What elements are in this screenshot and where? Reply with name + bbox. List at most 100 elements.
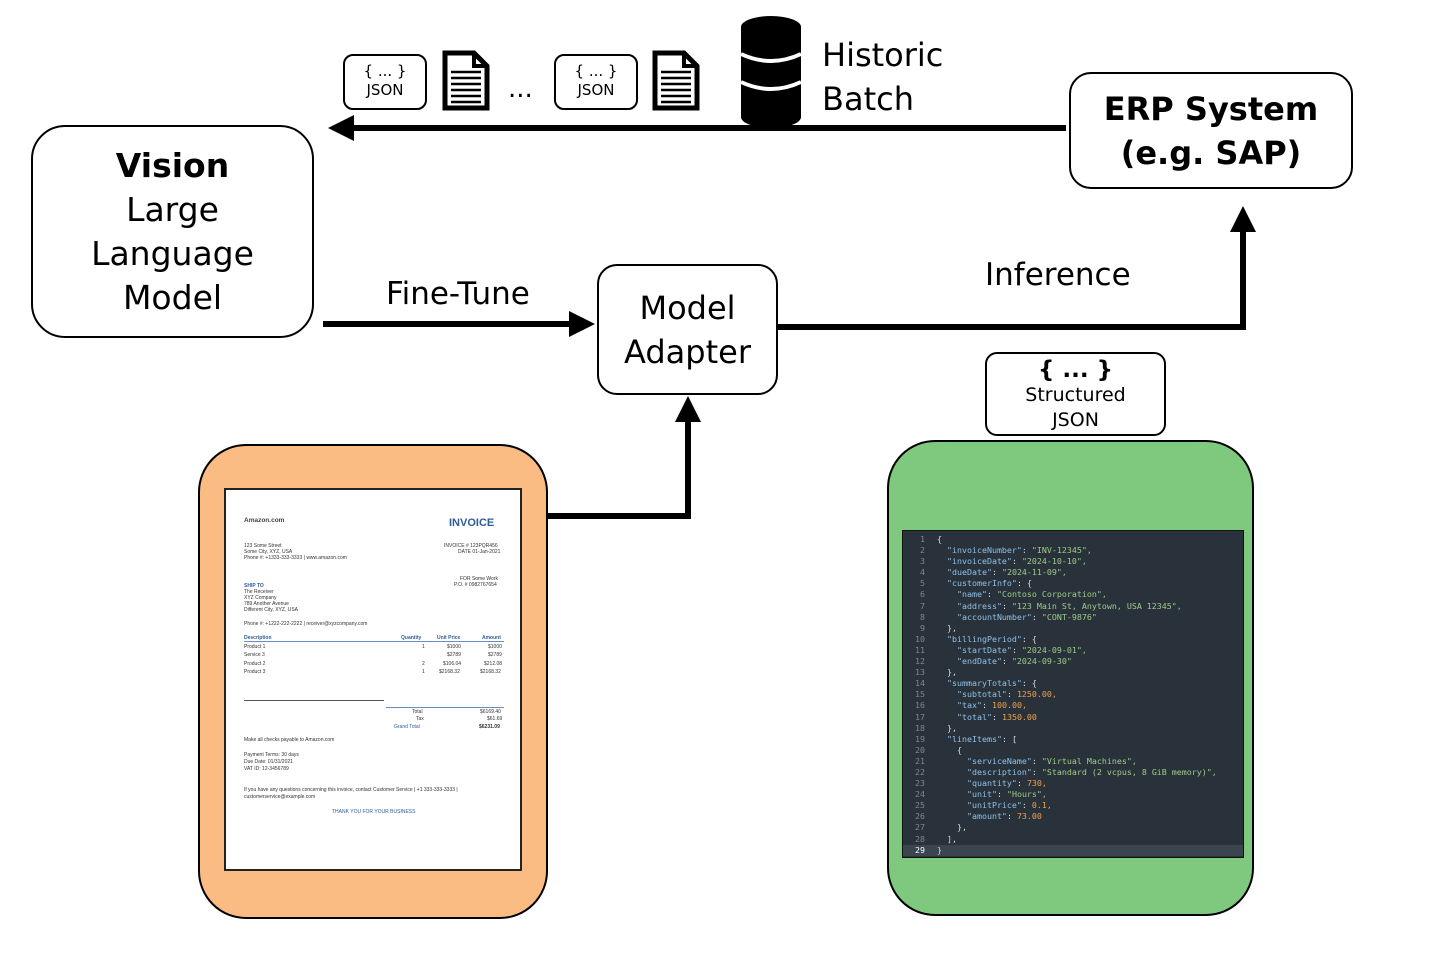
- code-key: "name": [937, 589, 987, 600]
- code-string: "2024-11-09",: [1001, 567, 1067, 578]
- code-line-content: "invoiceNumber": "INV-12345",: [937, 545, 1092, 556]
- code-punct: },: [937, 622, 957, 633]
- code-line-content: "customerInfo": {: [937, 578, 1032, 589]
- code-number: 1350.00: [1001, 711, 1037, 722]
- structured-brace: { ... }: [1038, 357, 1113, 383]
- code-line: 9 },: [903, 623, 1243, 634]
- code-string: "2024-09-30": [1011, 656, 1072, 667]
- code-punct: {: [1026, 578, 1032, 589]
- invoice-total-label: Total: [412, 709, 423, 715]
- code-line-number: 11: [915, 644, 925, 655]
- invoice-phone2: Phone #: +1222-222-2222 | receiver@xyzco…: [244, 621, 368, 627]
- invoice-checks: Make all checks payable to Amazon.com: [244, 737, 335, 743]
- invoice-po: P.O. # 0982767654: [454, 582, 497, 588]
- code-line-number: 5: [920, 578, 925, 589]
- code-number: 0.1,: [1031, 800, 1052, 811]
- invoice-phone: Phone #: +1333-333-3333 | www.amazon.com: [244, 555, 347, 561]
- code-key: "customerInfo": [937, 578, 1017, 589]
- code-key: "startDate": [937, 644, 1012, 655]
- code-line-content: "unit": "Hours",: [937, 789, 1047, 800]
- code-key: "lineItems": [937, 733, 1002, 744]
- code-line-content: },: [937, 623, 957, 634]
- code-line-number: 10: [915, 633, 925, 644]
- code-key: "summaryTotals": [937, 678, 1022, 689]
- code-line-content: "summaryTotals": {: [937, 678, 1037, 689]
- code-line-content: "amount": 73.00: [937, 811, 1042, 822]
- code-line-content: "total": 1350.00: [937, 711, 1037, 722]
- code-line-content: "name": "Contoso Corporation",: [937, 589, 1107, 600]
- code-line: 24 "unit": "Hours",: [903, 789, 1243, 800]
- code-string: "Hours",: [1006, 789, 1047, 800]
- code-key: "quantity": [937, 778, 1017, 789]
- invoice-row-amount: $1000: [488, 644, 502, 650]
- invoice-header-rule: [244, 641, 504, 642]
- json-token-text: JSON: [577, 81, 615, 99]
- code-line-content: "subtotal": 1250.00,: [937, 689, 1057, 700]
- code-line-number: 13: [915, 667, 925, 678]
- invoice-arrow-line: [548, 418, 691, 519]
- code-string: "2024-09-01",: [1021, 644, 1087, 655]
- code-string: "123 Main St, Anytown, USA 12345",: [1011, 600, 1182, 611]
- code-line-number: 17: [915, 711, 925, 722]
- code-line: 21 "serviceName": "Virtual Machines",: [903, 756, 1243, 767]
- erp-system-node: ERP System (e.g. SAP): [1069, 72, 1353, 189]
- invoice-document: Amazon.com INVOICE 123 Some Street Some …: [224, 488, 522, 871]
- json-token-brace: { ... }: [363, 62, 407, 80]
- json-code-editor: 1{2 "invoiceNumber": "INV-12345",3 "invo…: [902, 530, 1244, 858]
- code-punct: }: [937, 844, 942, 855]
- code-line: 26 "amount": 73.00: [903, 811, 1243, 822]
- code-line-number: 19: [915, 733, 925, 744]
- code-line-number: 21: [915, 755, 925, 766]
- invoice-totals-rule: [386, 707, 504, 708]
- code-line: 4 "dueDate": "2024-11-09",: [903, 567, 1243, 578]
- invoice-row-amount: $212.08: [484, 661, 503, 667]
- code-key: "endDate": [937, 656, 1002, 667]
- code-key: "address": [937, 600, 1002, 611]
- finetune-label: Fine-Tune: [386, 276, 530, 312]
- invoice-ship-to: SHIP TO: [244, 583, 264, 589]
- vision-llm-node: Vision Large Language Model: [31, 125, 314, 338]
- code-line-content: {: [937, 534, 942, 545]
- vision-line-1: Large: [126, 189, 219, 229]
- code-number: 730,: [1026, 778, 1047, 789]
- invoice-vat: VAT ID: 12-3456789: [244, 766, 289, 772]
- document-icon: [652, 50, 700, 111]
- invoice-for: FOR Some Work: [460, 576, 498, 582]
- code-number: 73.00: [1016, 811, 1042, 822]
- invoice-questions: If you have any questions concerning thi…: [244, 787, 458, 793]
- invoice-col-description: Description: [244, 635, 272, 641]
- code-line: 17 "total": 1350.00: [903, 712, 1243, 723]
- code-line-number: 16: [915, 700, 925, 711]
- code-line: 11 "startDate": "2024-09-01",: [903, 645, 1243, 656]
- finetune-arrow-head: [569, 311, 595, 337]
- code-line-content: "accountNumber": "CONT-9876": [937, 611, 1097, 622]
- invoice-ship3: 789 Another Avenue: [244, 601, 289, 607]
- inference-arrow-line: [775, 228, 1246, 330]
- code-line: 13 },: [903, 667, 1243, 678]
- model-adapter-node: Model Adapter: [597, 264, 778, 395]
- code-line: 20 {: [903, 745, 1243, 756]
- code-key: "subtotal": [937, 689, 1007, 700]
- code-line-content: "invoiceDate": "2024-10-10",: [937, 556, 1087, 567]
- ellipsis-label: ...: [508, 74, 533, 104]
- code-line: 16 "tax": 100.00,: [903, 700, 1243, 711]
- code-line: 27 },: [903, 822, 1243, 833]
- code-line: 1{: [903, 534, 1243, 545]
- code-punct: },: [937, 822, 967, 833]
- invoice-date: DATE 01-Jan-2021: [458, 549, 501, 555]
- code-line: 14 "summaryTotals": {: [903, 678, 1243, 689]
- structured-json-token: { ... } Structured JSON: [985, 352, 1166, 436]
- structured-line-2: JSON: [1052, 409, 1099, 431]
- invoice-company: Amazon.com: [244, 517, 285, 524]
- code-number: 100.00,: [991, 700, 1027, 711]
- invoice-due: Due Date: 01/31/2021: [244, 759, 293, 765]
- json-token-text: JSON: [366, 81, 404, 99]
- code-key: "billingPeriod": [937, 633, 1022, 644]
- code-line: 12 "endDate": "2024-09-30": [903, 656, 1243, 667]
- code-punct: {: [1031, 678, 1037, 689]
- adapter-line-2: Adapter: [624, 332, 751, 371]
- invoice-row-price: $2789: [447, 652, 461, 658]
- code-line-content: "unitPrice": 0.1,: [937, 800, 1052, 811]
- database-icon: [740, 16, 802, 128]
